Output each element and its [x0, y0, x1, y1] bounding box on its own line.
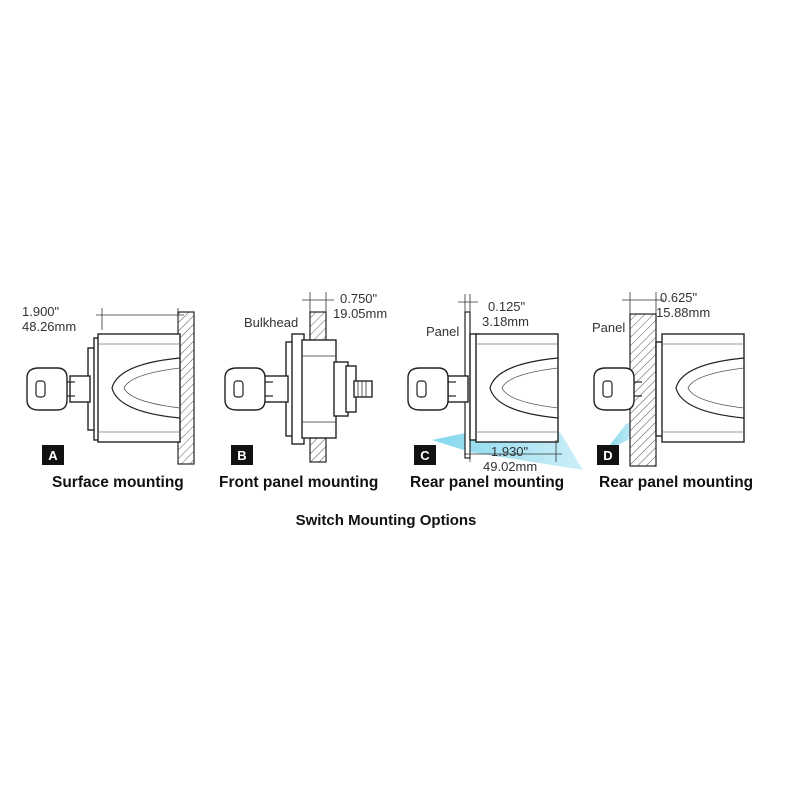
- panel-label: Panel: [592, 320, 625, 335]
- key-barrel: [447, 375, 469, 403]
- dimension-inches: 0.750": [340, 291, 378, 306]
- caption-a: Surface mounting: [52, 474, 184, 491]
- panel-b: 0.750" 19.05mm Bulkhead B Front panel mo…: [219, 291, 387, 491]
- switch-housing: [655, 333, 745, 443]
- diagram-title: Switch Mounting Options: [296, 512, 477, 529]
- caption-d: Rear panel mounting: [599, 474, 753, 491]
- dimension-b: 0.750" 19.05mm Bulkhead: [244, 291, 387, 330]
- dimension-mm: 19.05mm: [333, 306, 387, 321]
- dimension-c: 0.125" 3.18mm Panel 1.930" 49.02mm: [426, 294, 562, 474]
- panel-label: Panel: [426, 324, 459, 339]
- key-icon: [26, 367, 76, 411]
- dimension-d: 0.625" 15.88mm Panel: [592, 290, 710, 335]
- dimension-inches: 1.900": [22, 304, 60, 319]
- dimension-mm: 15.88mm: [656, 305, 710, 320]
- switch-housing: [285, 333, 373, 445]
- dimension-mm: 48.26mm: [22, 319, 76, 334]
- bulkhead-label: Bulkhead: [244, 315, 298, 330]
- badge-a: [42, 445, 64, 465]
- switch-housing: [469, 333, 559, 443]
- key-barrel: [261, 375, 289, 403]
- dimension-inches: 0.125": [488, 299, 526, 314]
- dimension2-inches: 1.930": [491, 444, 529, 459]
- badge-c: [414, 445, 436, 465]
- panel-d: 0.625" 15.88mm Panel D Rear panel mounti…: [592, 290, 753, 491]
- badge-d: [597, 445, 619, 465]
- switch-housing: [87, 333, 181, 443]
- panel-a: 1.900" 48.26mm A Surface mounting: [22, 304, 195, 491]
- svg-text:C: C: [420, 448, 430, 463]
- caption-b: Front panel mounting: [219, 474, 378, 491]
- panel-c: 0.125" 3.18mm Panel 1.930" 49.02mm C Rea…: [407, 294, 583, 491]
- dimension-inches: 0.625": [660, 290, 698, 305]
- svg-text:B: B: [237, 448, 246, 463]
- key-barrel: [69, 375, 91, 403]
- svg-text:D: D: [603, 448, 612, 463]
- dimension-mm: 3.18mm: [482, 314, 529, 329]
- dimension-a: 1.900" 48.26mm: [22, 304, 184, 334]
- svg-text:A: A: [48, 448, 58, 463]
- badge-b: [231, 445, 253, 465]
- dimension2-mm: 49.02mm: [483, 459, 537, 474]
- caption-c: Rear panel mounting: [410, 474, 564, 491]
